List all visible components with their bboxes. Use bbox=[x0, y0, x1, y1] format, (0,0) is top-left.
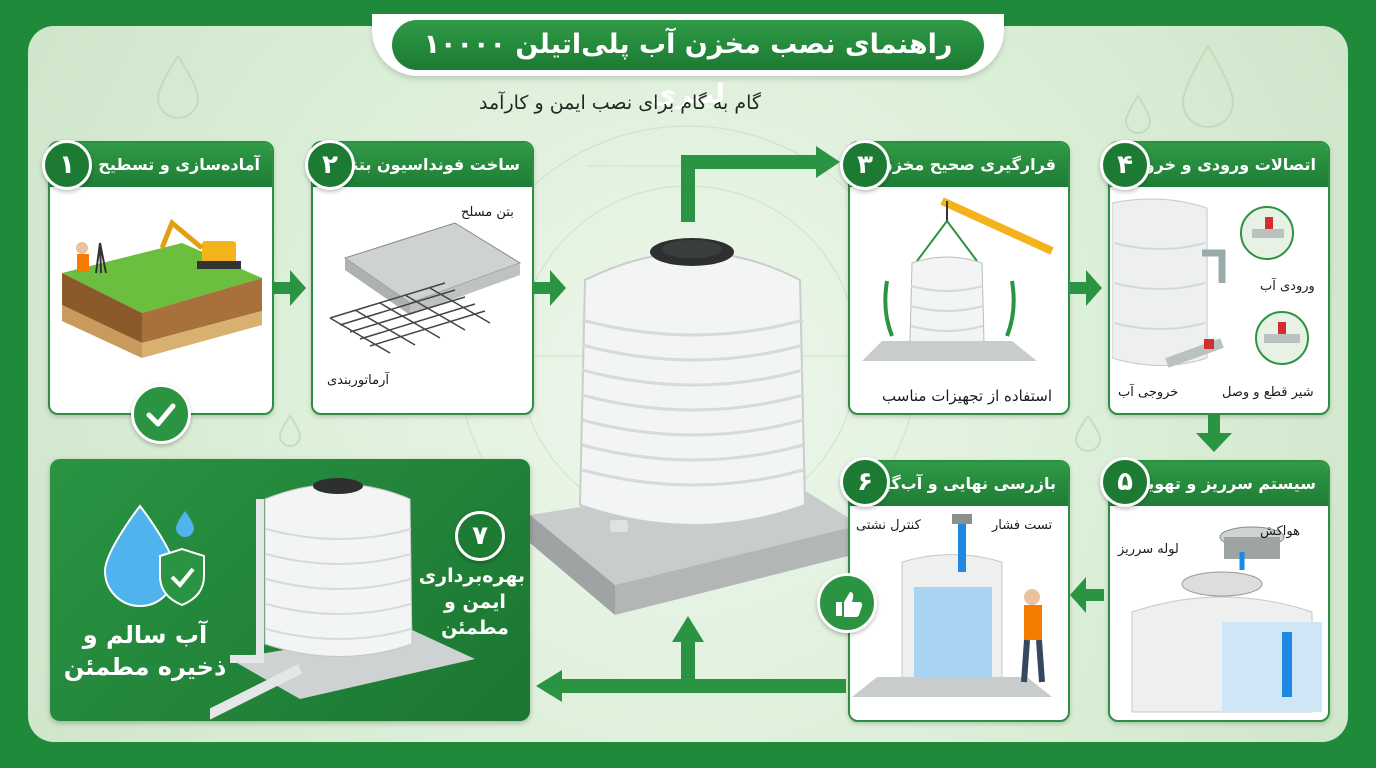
final-tank-illustration bbox=[210, 478, 475, 720]
water-drop-shield-icon bbox=[103, 504, 205, 607]
tank-placement-illustration bbox=[862, 197, 1054, 361]
site-preparation-illustration bbox=[62, 218, 262, 358]
step-card-6: بازرسی نهایی و آب‌گیری کنترل نشتی تست فش… bbox=[848, 460, 1070, 722]
step-6-label-pressure: تست فشار bbox=[992, 518, 1053, 533]
final-tagline: آب سالم و ذخیره مطمئن bbox=[63, 621, 227, 681]
step-3-badge: ۳ bbox=[840, 140, 890, 190]
inlet-outlet-illustration bbox=[1112, 198, 1309, 368]
step-5-badge: ۵ bbox=[1100, 457, 1150, 507]
step-6-title: بازرسی نهایی و آب‌گیری bbox=[860, 474, 1056, 493]
step-4-badge: ۴ bbox=[1100, 140, 1150, 190]
step-4-label-outlet: خروجی آب bbox=[1118, 385, 1179, 400]
step-2-label-rebar: آرماتوربندی bbox=[327, 373, 389, 388]
step-1-badge: ۱ bbox=[42, 140, 92, 190]
step-3-caption: استفاده از تجهیزات مناسب bbox=[882, 387, 1052, 405]
concrete-foundation-illustration bbox=[329, 222, 522, 354]
page-title: راهنمای نصب مخزن آب پلی‌اتیلن ۱۰۰۰۰ لیتر… bbox=[392, 20, 984, 110]
step-1-check-icon bbox=[131, 384, 191, 444]
step-5-title: سیستم سرریز و تهویه bbox=[1138, 474, 1316, 493]
step-6-badge: ۶ bbox=[840, 457, 890, 507]
step-2-title: ساخت فونداسیون بتنی bbox=[336, 155, 520, 174]
step-4-title: اتصالات ورودی و خروجی bbox=[1116, 155, 1316, 174]
inspection-filling-illustration bbox=[852, 514, 1052, 697]
step-6-label-leak: کنترل نشتی bbox=[856, 518, 921, 533]
step-4-label-valve: شیر قطع و وصل bbox=[1222, 385, 1314, 400]
step-card-4: اتصالات ورودی و خروجی ورودی آب خروجی آب … bbox=[1108, 141, 1330, 415]
tank-body bbox=[578, 238, 807, 532]
step-4-label-inlet: ورودی آب bbox=[1260, 279, 1315, 294]
step-7-panel: آب سالم و ذخیره مطمئن ۷ بهره‌برداری ایمن… bbox=[50, 459, 530, 721]
step-2-label-concrete: بتن مسلح bbox=[461, 205, 514, 220]
step-card-3: قرارگیری صحیح مخزن استفاده از تجهیزات من… bbox=[848, 141, 1070, 415]
step-7-badge: ۷ bbox=[455, 511, 505, 561]
step-7-title: بهره‌برداری ایمن و مطمئن bbox=[418, 565, 525, 639]
page-subtitle: گام به گام برای نصب ایمن و کارآمد bbox=[479, 92, 761, 114]
step-5-label-vent: هواکش bbox=[1260, 524, 1300, 539]
step-2-badge: ۲ bbox=[305, 140, 355, 190]
overflow-vent-illustration bbox=[1131, 526, 1322, 713]
step-1-title: آماده‌سازی و تسطیح محل bbox=[57, 155, 260, 174]
step-3-title: قرارگیری صحیح مخزن bbox=[879, 155, 1056, 174]
step-5-label-overflow: لوله سرریز bbox=[1118, 542, 1179, 557]
thumbs-up-icon bbox=[817, 573, 877, 633]
central-tank-illustration bbox=[530, 238, 860, 615]
